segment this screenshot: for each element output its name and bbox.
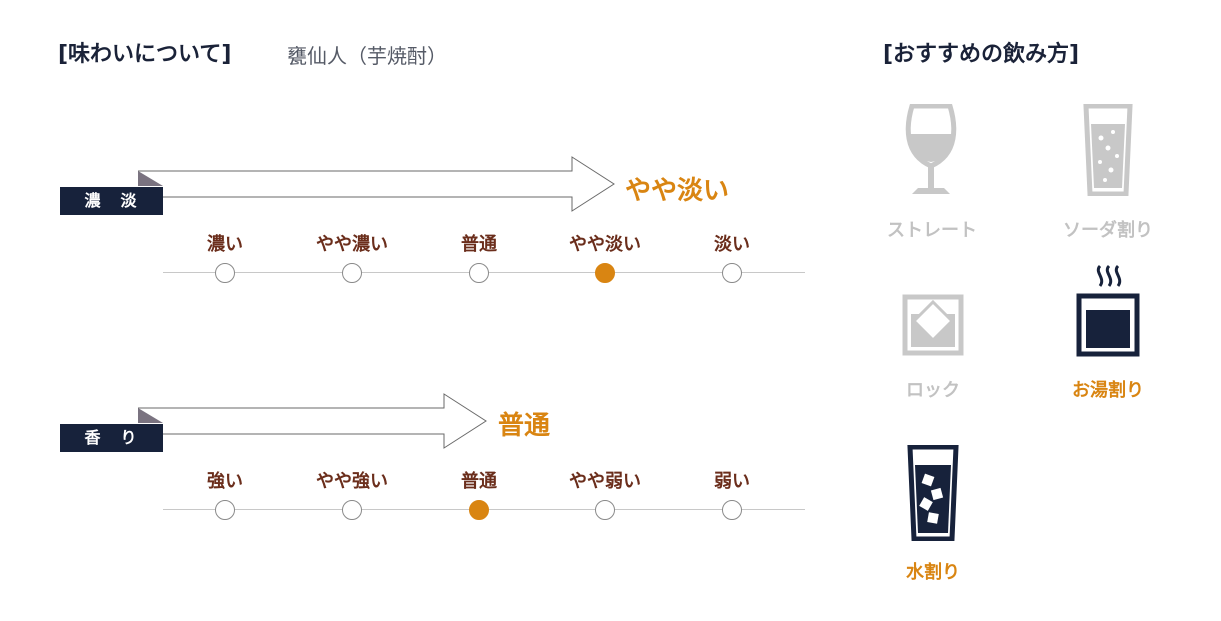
drink-rock-label: ロック <box>906 380 960 401</box>
taste-result: やや淡い <box>625 176 730 206</box>
drink-soda-label: ソーダ割り <box>1063 220 1153 241</box>
aroma-option-label: やや強い <box>316 471 388 492</box>
taste-arrow <box>138 156 615 212</box>
aroma-option-label: 普通 <box>461 471 497 492</box>
drink-water-label: 水割り <box>906 562 960 583</box>
taste-option-dot[interactable] <box>722 263 742 283</box>
taste-tag-fold <box>138 171 163 186</box>
drink-hot-water-label: お湯割り <box>1072 380 1144 401</box>
taste-option-label: やや濃い <box>316 234 388 255</box>
aroma-option-dot[interactable] <box>722 500 742 520</box>
aroma-option-dot[interactable] <box>595 500 615 520</box>
aroma-option-label: 強い <box>207 471 243 492</box>
aroma-arrow <box>138 393 487 449</box>
recommend-title: [おすすめの飲み方] <box>883 42 1080 67</box>
taste-option-dot[interactable] <box>215 263 235 283</box>
page-title: [味わいについて] <box>58 42 232 67</box>
aroma-tag-fold <box>138 408 163 423</box>
scale-graphics <box>138 156 615 449</box>
taste-option-label: やや淡い <box>569 234 641 255</box>
taste-tag: 濃 淡 <box>60 187 163 215</box>
drink-straight-label: ストレート <box>887 220 977 241</box>
taste-option-label: 普通 <box>461 234 497 255</box>
taste-option-label: 淡い <box>714 234 750 255</box>
soda-glass-icon <box>1083 104 1133 196</box>
aroma-option-dot-selected[interactable] <box>469 500 489 520</box>
taste-option-dot-selected[interactable] <box>595 263 615 283</box>
taste-option-dot[interactable] <box>469 263 489 283</box>
aroma-option-label: やや弱い <box>569 471 641 492</box>
taste-option-label: 濃い <box>207 234 243 255</box>
aroma-result: 普通 <box>498 411 551 441</box>
aroma-option-dot[interactable] <box>342 500 362 520</box>
aroma-tag: 香 り <box>60 424 163 452</box>
rock-glass-icon <box>902 294 964 356</box>
wine-glass-icon <box>905 104 957 194</box>
aroma-option-label: 弱い <box>714 471 750 492</box>
hot-water-glass-icon <box>1076 264 1140 357</box>
water-glass-icon <box>907 445 959 541</box>
aroma-option-dot[interactable] <box>215 500 235 520</box>
taste-option-dot[interactable] <box>342 263 362 283</box>
product-name: 甕仙人（芋焼酎） <box>287 44 447 68</box>
